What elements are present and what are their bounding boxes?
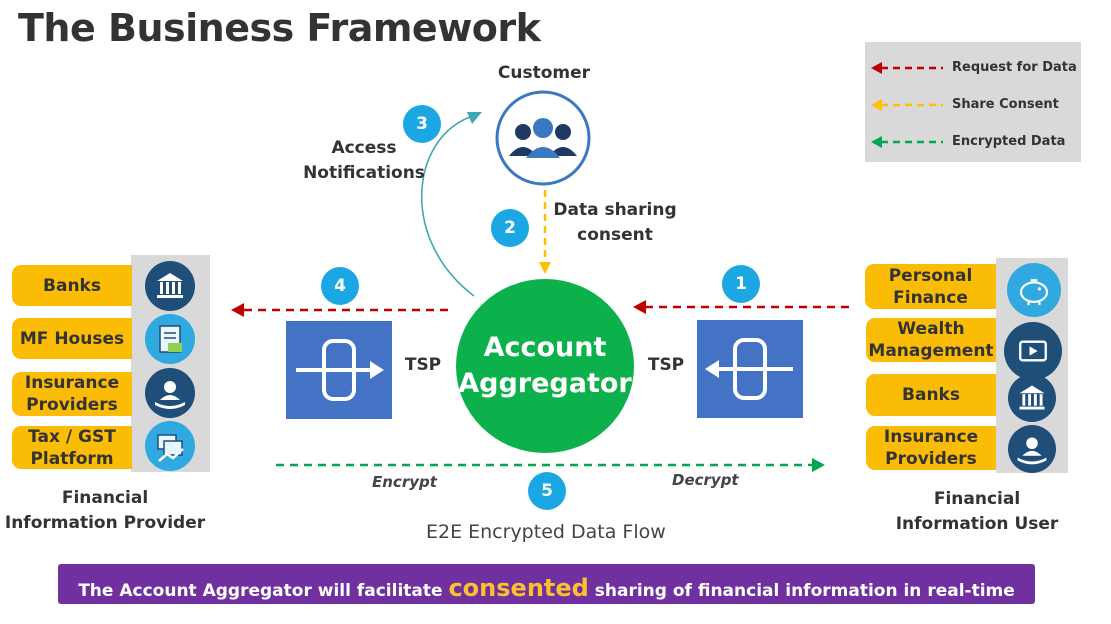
customer-group-icon [495, 90, 591, 186]
provider-item-label: Insurance [24, 373, 120, 393]
insurance-person-icon [1008, 425, 1056, 473]
account-aggregator: Account Aggregator [456, 279, 634, 453]
yellow-dashed-arrow-icon [871, 99, 943, 111]
play-screen-icon [1004, 322, 1062, 380]
provider-title-line-1: Financial [61, 488, 149, 508]
step-badge-1: 1 [722, 265, 760, 303]
access-notifications-label: Access Notifications [296, 136, 432, 186]
legend-label: Request for Data [952, 60, 1077, 75]
user-item-label: Banks [902, 385, 960, 405]
aggregator-line-2: Aggregator [458, 368, 632, 399]
user-item-banks: Banks [866, 374, 996, 416]
provider-title: Financial Information Provider [0, 486, 210, 536]
consent-line-1: Data sharing [553, 200, 677, 220]
legend-item-encrypted: Encrypted Data [865, 132, 1081, 152]
user-item-label: Providers [885, 449, 977, 469]
user-item-label: Management [868, 341, 994, 361]
provider-item-mf-houses: MF Houses [12, 318, 132, 359]
provider-item-label: MF Houses [19, 328, 125, 349]
legend-label: Share Consent [952, 97, 1059, 112]
step-badge-4: 4 [321, 267, 359, 305]
request-arrowhead-left [231, 303, 244, 317]
user-item-personal-finance: Personal Finance [865, 264, 996, 309]
provider-item-tax-gst: Tax / GST Platform [12, 426, 132, 469]
e2e-flow-label: E2E Encrypted Data Flow [426, 521, 666, 543]
tsp-label-right: TSP [647, 355, 685, 375]
data-sharing-consent-label: Data sharing consent [553, 198, 677, 248]
user-title-line-1: Financial [933, 489, 1021, 509]
customer-label: Customer [497, 63, 591, 83]
user-title: Financial Information User [872, 487, 1082, 537]
legend: Request for Data Share Consent Encrypted… [865, 42, 1081, 162]
provider-title-line-2: Information Provider [4, 513, 206, 533]
provider-item-label: Providers [26, 395, 118, 415]
user-item-wealth-management: Wealth Management [866, 318, 996, 362]
tsp-label-left: TSP [404, 355, 442, 375]
access-line-1: Access [331, 138, 397, 158]
bank-icon [1008, 374, 1056, 422]
aggregator-line-1: Account [483, 332, 607, 363]
decrypt-label: Decrypt [672, 471, 739, 489]
banner-text-before: The Account Aggregator will facilitate [78, 581, 449, 601]
summary-banner: The Account Aggregator will facilitate c… [58, 564, 1035, 604]
step-badge-5: 5 [528, 472, 566, 510]
access-notification-arrowhead [467, 112, 482, 124]
step-badge-2: 2 [491, 209, 529, 247]
page-title: The Business Framework [18, 6, 541, 50]
request-arrowhead-right [633, 300, 646, 314]
bank-icon [145, 261, 195, 311]
decrypt-transfer-icon [705, 338, 793, 400]
user-title-line-2: Information User [895, 514, 1059, 534]
tsp-box-left [286, 321, 392, 419]
provider-item-label: Banks [43, 275, 101, 296]
red-dashed-arrow-icon [871, 62, 943, 74]
provider-item-label: Platform [30, 448, 114, 469]
provider-item-banks: Banks [12, 265, 132, 306]
provider-item-label: Tax / GST [28, 426, 116, 447]
consent-arrowhead [539, 262, 551, 274]
banner-text-after: sharing of financial information in real… [588, 581, 1015, 601]
encrypted-flow-arrowhead [812, 458, 825, 472]
encrypt-transfer-icon [296, 339, 384, 401]
user-item-label: Personal [888, 265, 973, 286]
document-money-icon [145, 314, 195, 364]
user-item-label: Wealth [897, 319, 965, 339]
insurance-person-icon [145, 368, 195, 418]
legend-item-request: Request for Data [865, 58, 1081, 78]
user-item-insurance: Insurance Providers [866, 426, 996, 470]
access-line-2: Notifications [303, 163, 425, 183]
consent-line-2: consent [577, 225, 653, 245]
piggy-bank-icon [1007, 263, 1061, 317]
legend-item-consent: Share Consent [865, 95, 1081, 115]
user-item-label: Finance [893, 287, 968, 308]
step-badge-3: 3 [403, 105, 441, 143]
tax-chart-icon [145, 421, 195, 471]
provider-item-insurance: Insurance Providers [12, 372, 132, 416]
banner-highlight: consented [448, 574, 589, 602]
tsp-box-right [697, 320, 803, 418]
green-dashed-arrow-icon [871, 136, 943, 148]
encrypt-label: Encrypt [372, 473, 437, 491]
access-notification-arrow [420, 116, 475, 297]
legend-label: Encrypted Data [952, 134, 1066, 149]
user-item-label: Insurance [883, 427, 979, 447]
